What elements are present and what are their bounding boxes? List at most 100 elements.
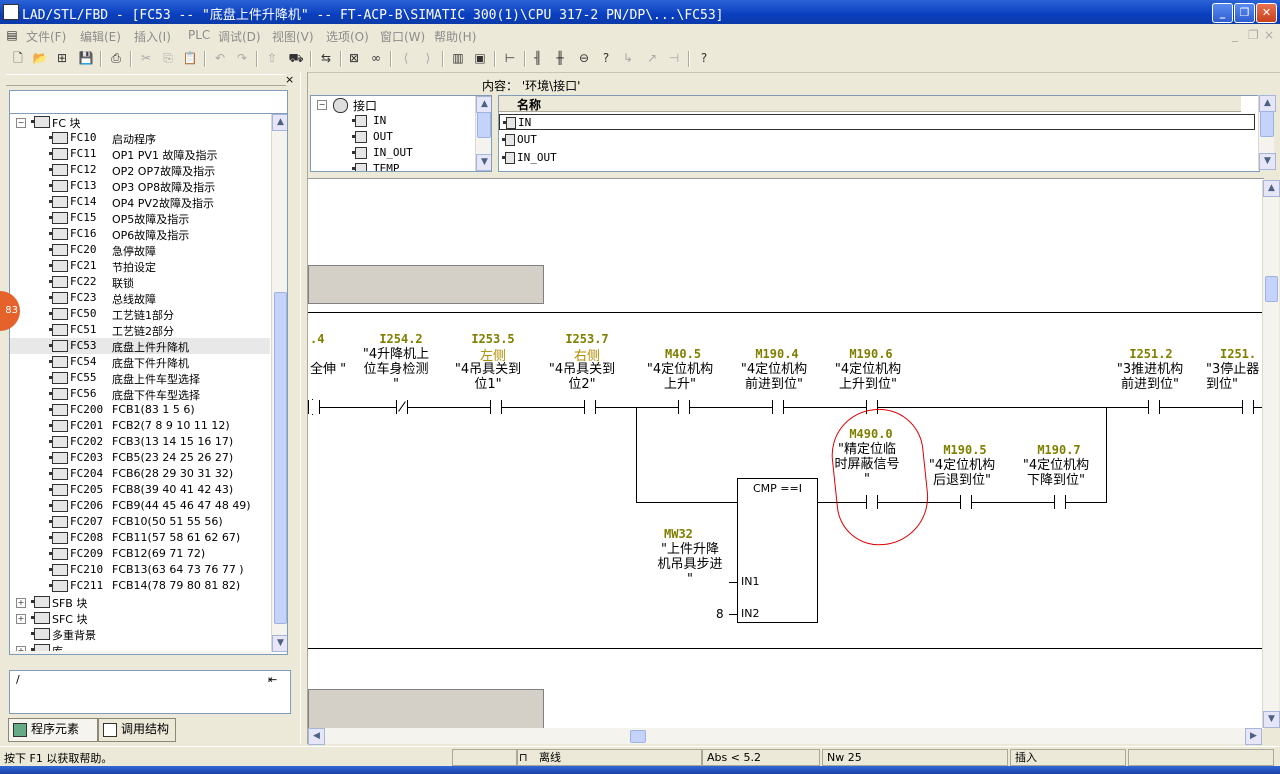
branch-contact-1[interactable]: [960, 495, 972, 509]
branch-contact-0[interactable]: [866, 495, 878, 509]
tree-node-sfc[interactable]: +SFC 块: [10, 610, 270, 626]
load-icon[interactable]: ⇧: [266, 51, 278, 65]
close-branch-icon[interactable]: ↗: [646, 51, 658, 65]
context-help-icon[interactable]: ?: [700, 51, 708, 65]
print-icon[interactable]: ⎙: [111, 51, 121, 65]
interface-row-in[interactable]: IN: [499, 114, 1255, 130]
document-icon[interactable]: ▤: [6, 28, 18, 42]
undo-icon[interactable]: ↶: [214, 51, 226, 65]
interface-tree-temp[interactable]: TEMP: [347, 161, 467, 171]
scroll-down-icon[interactable]: ▼: [1263, 711, 1280, 728]
menu-debug[interactable]: 调试(D): [218, 30, 261, 44]
tab-program-elements[interactable]: 程序元素: [8, 718, 98, 742]
network-comment-box[interactable]: [308, 689, 544, 729]
pin-icon[interactable]: ⇤: [268, 673, 278, 686]
scroll-up-icon[interactable]: ▲: [1259, 95, 1276, 112]
panel-close-icon[interactable]: ×: [285, 73, 295, 86]
cmp-box[interactable]: CMP ==I IN1 IN2: [737, 478, 818, 623]
network-comment-box[interactable]: [308, 265, 544, 304]
tree-horizontal-scrollbar[interactable]: [10, 651, 271, 654]
mdi-minimize-icon[interactable]: _: [1232, 28, 1238, 42]
copy-icon[interactable]: ⎘: [163, 51, 173, 65]
app-icon[interactable]: [3, 4, 19, 20]
contact-2[interactable]: [490, 400, 502, 414]
coil-icon[interactable]: ⊖: [578, 51, 590, 65]
monitor-icon[interactable]: ⊠: [348, 51, 360, 65]
menu-help[interactable]: 帮助(H): [434, 30, 477, 44]
scroll-right-icon[interactable]: ▶: [1245, 728, 1262, 745]
tab-call-structure[interactable]: 调用结构: [98, 718, 176, 742]
panel-grip[interactable]: [6, 74, 286, 86]
interface-row-out[interactable]: OUT: [499, 132, 1241, 148]
editor-horizontal-scrollbar[interactable]: ◀ ▶: [308, 728, 1262, 745]
contact-8[interactable]: [1242, 400, 1254, 414]
scroll-thumb[interactable]: [630, 730, 646, 743]
redo-icon[interactable]: ↷: [236, 51, 248, 65]
scroll-thumb[interactable]: [477, 112, 491, 138]
paste-icon[interactable]: 📋: [182, 51, 198, 65]
minimize-button[interactable]: _: [1212, 3, 1233, 23]
scroll-left-icon[interactable]: ◀: [308, 728, 325, 745]
contact-4[interactable]: [678, 400, 690, 414]
save-icon[interactable]: 💾: [78, 51, 94, 65]
menu-plc[interactable]: PLC: [188, 28, 211, 42]
scroll-up-icon[interactable]: ▲: [272, 114, 287, 131]
tree-node-library[interactable]: +库: [10, 642, 270, 654]
interface-tree-scrollbar[interactable]: ▲ ▼: [475, 96, 491, 171]
ladder-editor[interactable]: .4 全伸 " I254.2 "4升降机上 位车身检测 " I253.5 左侧 …: [308, 178, 1264, 729]
scroll-up-icon[interactable]: ▲: [476, 96, 491, 113]
next-network-icon[interactable]: ⟩: [425, 51, 431, 65]
tree-vertical-scrollbar[interactable]: ▲▼: [271, 114, 287, 652]
overview-icon[interactable]: ▥: [452, 51, 464, 65]
open-icon[interactable]: 📂: [32, 51, 48, 65]
interface-tree-out[interactable]: OUT: [347, 129, 467, 145]
nc-contact-icon[interactable]: ╫: [556, 51, 564, 65]
scroll-thumb[interactable]: [1265, 276, 1278, 302]
accessible-nodes-icon[interactable]: ⊞: [56, 51, 68, 65]
scroll-up-icon[interactable]: ▲: [1263, 180, 1280, 197]
contact-5[interactable]: [772, 400, 784, 414]
mdi-restore-icon[interactable]: ❐: [1248, 28, 1259, 42]
empty-box-icon[interactable]: ?: [602, 51, 610, 65]
interface-list-scrollbar[interactable]: ▲ ▼: [1258, 95, 1276, 170]
contact-7[interactable]: [1148, 400, 1160, 414]
column-header-name[interactable]: 名称: [499, 96, 1241, 112]
menu-file[interactable]: 文件(F): [26, 30, 67, 44]
contact-6[interactable]: [866, 400, 878, 414]
new-icon[interactable]: 🗋: [13, 51, 23, 65]
interface-root-label[interactable]: 接口: [353, 99, 378, 113]
contact-1[interactable]: [396, 400, 408, 414]
maximize-button[interactable]: ❐: [1234, 3, 1255, 23]
cut-icon[interactable]: ✂: [140, 51, 152, 65]
collapse-icon[interactable]: −: [317, 100, 327, 110]
scroll-thumb[interactable]: [274, 292, 287, 624]
collapse-icon[interactable]: −: [16, 118, 26, 128]
menu-edit[interactable]: 编辑(E): [80, 30, 121, 44]
tree-node-fc-blocks[interactable]: −FC 块: [10, 114, 270, 130]
interface-tree-in[interactable]: IN: [347, 113, 467, 129]
menu-options[interactable]: 选项(O): [326, 30, 369, 44]
close-button[interactable]: ✕: [1256, 3, 1277, 23]
